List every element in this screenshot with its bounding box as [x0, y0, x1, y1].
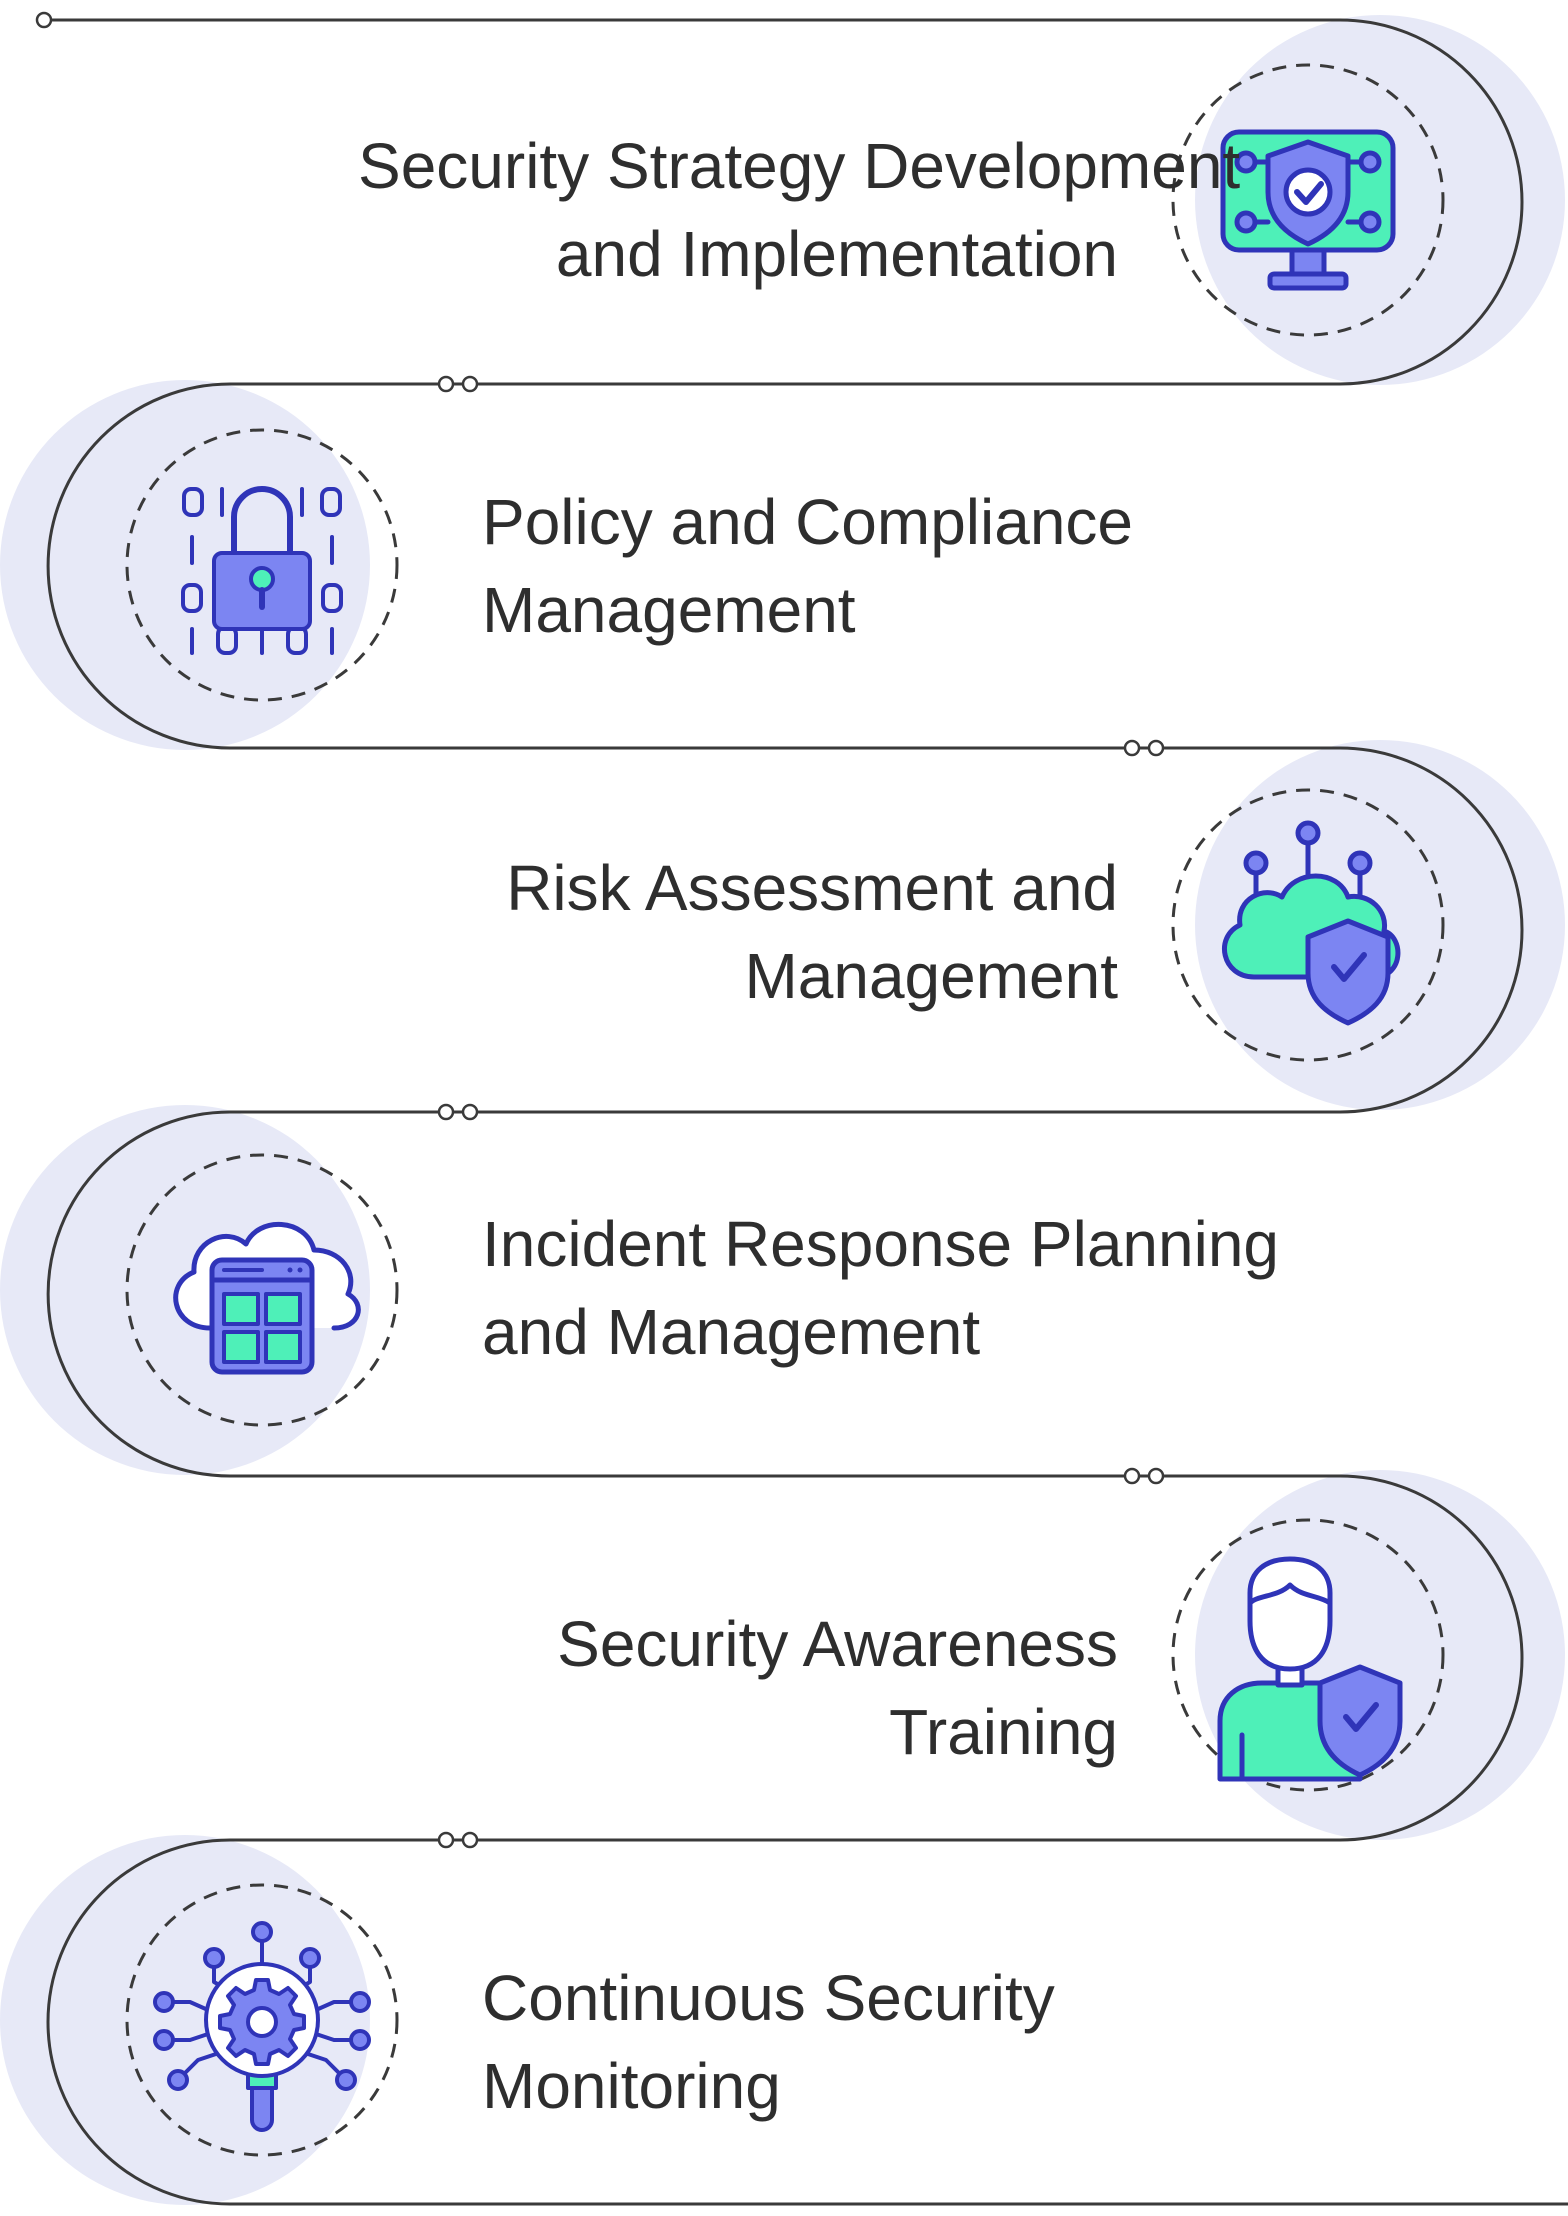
step-1-title-line-2: and Implementation — [555, 218, 1118, 290]
dashed-rings — [125, 63, 1445, 2157]
step-4-title-line-1: Incident Response Planning — [482, 1208, 1279, 1280]
step-3-title-line-2: Management — [744, 940, 1118, 1012]
step-2-title-line-1: Policy and Compliance — [482, 486, 1133, 558]
step-3-title-line-1: Risk Assessment and — [506, 852, 1118, 924]
step-6-title-line-1: Continuous Security — [482, 1962, 1055, 2034]
step-3-title: Risk Assessment and Management — [358, 844, 1118, 1020]
step-6-title: Continuous Security Monitoring — [482, 1954, 1242, 2130]
cloud-dashboard-icon — [173, 1221, 361, 1375]
background-blobs — [0, 15, 1565, 2205]
monitor-shield-icon — [1220, 129, 1396, 291]
step-4-title-line-2: and Management — [482, 1296, 981, 1368]
gear-network-icon — [153, 1921, 371, 2132]
step-1-title-line-1: Security Strategy Development — [358, 130, 1241, 202]
step-1-title: Security Strategy Development and Implem… — [358, 122, 1241, 298]
binary-lock-icon — [181, 486, 343, 655]
step-4-title: Incident Response Planning and Managemen… — [482, 1200, 1279, 1376]
step-2-title-line-2: Management — [482, 574, 856, 646]
connector-dots — [35, 11, 1165, 1849]
step-5-title-line-1: Security Awareness — [557, 1608, 1118, 1680]
step-5-title-line-2: Training — [889, 1696, 1118, 1768]
step-2-title: Policy and Compliance Management — [482, 478, 1242, 654]
connector-path — [46, 18, 1568, 2206]
cloud-shield-icon — [1222, 820, 1401, 1026]
step-5-title: Security Awareness Training — [358, 1600, 1118, 1776]
user-shield-icon — [1217, 1556, 1403, 1782]
step-6-title-line-2: Monitoring — [482, 2050, 781, 2122]
